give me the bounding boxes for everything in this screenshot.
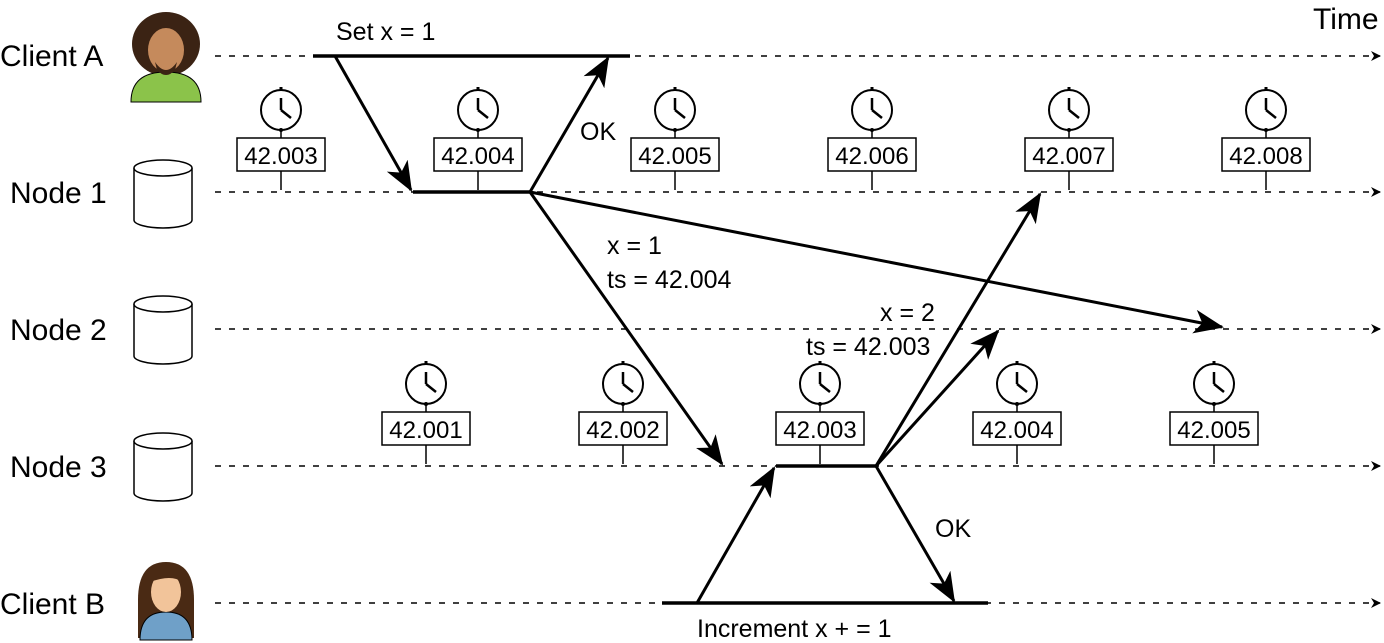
node-3-clock-4: 42.004 [972, 361, 1062, 464]
node-1-clock-5: 42.007 [1024, 87, 1114, 190]
clock-value-box [775, 411, 865, 446]
node-3-clock-5: 42.005 [1169, 361, 1259, 464]
row-label-node-3: Node 3 [10, 451, 107, 484]
clock-value-box [433, 137, 523, 172]
clock-value: 42.006 [835, 143, 908, 170]
label-set-request: Set x = 1 [336, 18, 435, 46]
clock-value-box [827, 137, 917, 172]
clock-value-box [578, 411, 668, 446]
clock-value: 42.007 [1032, 143, 1105, 170]
clock-value: 42.002 [586, 417, 659, 444]
arrow-ok-to-client-b [874, 465, 956, 603]
node-3-database-icon [133, 432, 193, 502]
node-1-clock-3: 42.005 [630, 87, 720, 190]
row-label-node-2: Node 2 [10, 314, 107, 347]
label-increment-request: Increment x + = 1 [697, 615, 892, 643]
arrow-increment-request [695, 466, 776, 604]
arrow-replicate-to-node-3 [528, 191, 724, 466]
clock-value: 42.001 [389, 417, 462, 444]
clock-value-box [972, 411, 1062, 446]
clock-value: 42.005 [1177, 417, 1250, 444]
clock-value: 42.005 [638, 143, 711, 170]
clock-value-box [630, 137, 720, 172]
clock-value: 42.004 [980, 417, 1053, 444]
label-ok-to-client-a: OK [580, 118, 616, 146]
node-2-database-icon [133, 295, 193, 365]
arrow-set-request [333, 55, 413, 192]
arrow-node-3-to-node-1 [874, 192, 1042, 467]
label-replicate-ts: ts = 42.004 [607, 266, 731, 294]
clock-value: 42.003 [244, 143, 317, 170]
node-3-clock-1: 42.001 [381, 361, 471, 464]
row-label-node-1: Node 1 [10, 177, 107, 210]
node-1-clocks: 42.003 42.004 42.005 42.006 42.007 42.008 [236, 87, 1311, 190]
time-label: Time [1313, 3, 1379, 36]
node-3-clock-2: 42.002 [578, 361, 668, 464]
node-3-clocks: 42.001 42.002 42.003 42.004 42.005 [381, 361, 1259, 464]
label-replicate2-value: x = 2 [880, 299, 935, 327]
clock-value: 42.008 [1229, 143, 1302, 170]
arrow-ok-to-client-a [528, 56, 610, 193]
arrow-node-3-to-node-2 [874, 329, 1000, 468]
label-replicate-value: x = 1 [607, 232, 662, 260]
node-3-clock-3: 42.003 [775, 361, 865, 464]
clock-value: 42.003 [783, 417, 856, 444]
node-1-database-icon [133, 159, 193, 229]
clock-value-box [236, 137, 326, 172]
client-a-avatar [130, 12, 202, 103]
label-replicate2-ts: ts = 42.003 [806, 333, 930, 361]
row-label-client-b: Client B [0, 588, 105, 621]
label-ok-to-client-b: OK [935, 515, 971, 543]
node-1-clock-6: 42.008 [1221, 87, 1311, 190]
node-1-clock-2: 42.004 [433, 87, 523, 190]
node-1-clock-4: 42.006 [827, 87, 917, 190]
clock-value-box [1024, 137, 1114, 172]
arrow-replicate-to-node-2 [529, 190, 1224, 334]
node-1-clock-1: 42.003 [236, 87, 326, 190]
client-b-avatar [138, 562, 194, 641]
row-label-client-a: Client A [0, 40, 103, 73]
clock-value: 42.004 [441, 143, 514, 170]
